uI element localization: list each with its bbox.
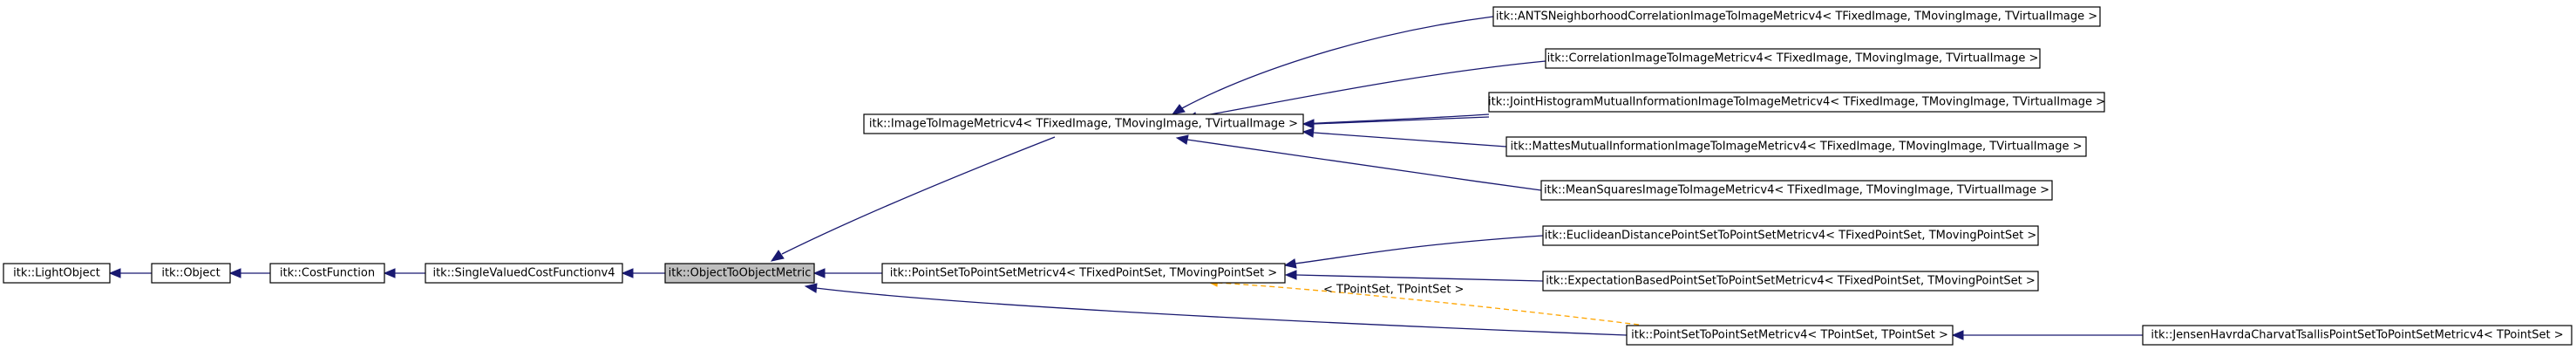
svg-text:itk::ObjectToObjectMetric: itk::ObjectToObjectMetric — [669, 267, 812, 280]
svg-text:itk::CostFunction: itk::CostFunction — [280, 267, 375, 280]
node-object[interactable]: itk::Object — [151, 263, 231, 284]
node-cost-function[interactable]: itk::CostFunction — [269, 263, 385, 284]
node-ants-neighborhood-correlation[interactable]: itk::ANTSNeighborhoodCorrelationImageToI… — [1492, 6, 2101, 27]
edge-image-to-image-to-object-to-object — [781, 136, 1056, 255]
svg-text:itk::CorrelationImageToImageMe: itk::CorrelationImageToImageMetricv4< TF… — [1547, 52, 2039, 65]
svg-text:itk::ExpectationBasedPointSetT: itk::ExpectationBasedPointSetToPointSetM… — [1546, 275, 2036, 288]
svg-text:itk::PointSetToPointSetMetricv: itk::PointSetToPointSetMetricv4< TPointS… — [1631, 329, 1948, 342]
edge-ants-to-image-metric — [1181, 16, 1494, 109]
arrowhead-object-to-object-from-point-set — [812, 268, 826, 278]
edge-joint-histogram-to-image-metric — [1307, 113, 1490, 125]
svg-text:itk::MattesMutualInformationIm: itk::MattesMutualInformationImageToImage… — [1511, 141, 2083, 154]
svg-text:itk::PointSetToPointSetMetricv: itk::PointSetToPointSetMetricv4< TFixedP… — [890, 267, 1277, 280]
svg-text:itk::SingleValuedCostFunctionv: itk::SingleValuedCostFunctionv4 — [432, 267, 615, 280]
svg-text:itk::LightObject: itk::LightObject — [13, 267, 100, 280]
arrowhead-image-metric-from-mean-squares — [1175, 134, 1189, 145]
template-edge-label: < TPointSet, TPointSet > — [1323, 284, 1464, 297]
arrowhead-object-to-object-from-tpointset — [804, 283, 818, 293]
node-single-valued-cost-function[interactable]: itk::SingleValuedCostFunctionv4 — [425, 263, 623, 284]
node-object-to-object-metric[interactable]: itk::ObjectToObjectMetric — [664, 263, 815, 284]
edge-template-instantiation — [1216, 282, 1640, 326]
arrowhead-image-metric-from-ants — [1171, 104, 1186, 115]
edge-mattes-to-image-metric — [1313, 132, 1507, 148]
arrowhead-cost-function — [383, 268, 396, 278]
arrowhead-object-to-object-from-image — [770, 250, 785, 262]
arrowhead-light-object — [108, 268, 121, 278]
node-point-set-to-point-set-metric[interactable]: itk::PointSetToPointSetMetricv4< TFixedP… — [881, 263, 1286, 284]
edge-point-set-tpointset-to-object-to-object — [815, 287, 1628, 336]
svg-text:itk::JointHistogramMutualInfor: itk::JointHistogramMutualInformationImag… — [1488, 96, 2105, 109]
svg-text:itk::ANTSNeighborhoodCorrelati: itk::ANTSNeighborhoodCorrelationImageToI… — [1496, 10, 2097, 24]
node-mattes-mutual-information[interactable]: itk::MattesMutualInformationImageToImage… — [1505, 136, 2087, 157]
node-expectation-based[interactable]: itk::ExpectationBasedPointSetToPointSetM… — [1542, 271, 2039, 292]
arrowhead-point-set-tpointset-from-jensen — [1951, 330, 1964, 340]
arrowhead-image-metric-from-mattes — [1302, 127, 1315, 138]
svg-text:itk::EuclideanDistancePointSet: itk::EuclideanDistancePointSetToPointSet… — [1545, 230, 2037, 243]
edge-correlation-to-image-metric — [1195, 60, 1546, 118]
node-joint-histogram-mutual-information[interactable]: itk::JointHistogramMutualInformationImag… — [1488, 92, 2105, 113]
node-point-set-to-point-set-metric-tpointset[interactable]: itk::PointSetToPointSetMetricv4< TPointS… — [1626, 325, 1954, 346]
arrowhead-point-set-metric-from-expectation — [1284, 270, 1297, 280]
svg-text:itk::JensenHavrdaCharvatTsalli: itk::JensenHavrdaCharvatTsallisPointSetT… — [2151, 329, 2563, 342]
arrowhead-single-valued — [621, 268, 634, 278]
node-jensen-havrda-charvat-tsallis[interactable]: itk::JensenHavrdaCharvatTsallisPointSetT… — [2142, 325, 2573, 346]
svg-text:itk::ImageToImageMetricv4< TFi: itk::ImageToImageMetricv4< TFixedImage, … — [869, 118, 1298, 131]
arrowhead-image-metric-from-joint-histogram — [1302, 119, 1315, 129]
arrowhead-point-set-metric-from-euclidean — [1283, 258, 1297, 269]
node-correlation[interactable]: itk::CorrelationImageToImageMetricv4< TF… — [1545, 48, 2041, 69]
edge-expectation-to-point-set-metric — [1295, 274, 1544, 282]
node-light-object[interactable]: itk::LightObject — [3, 263, 111, 284]
edge-joint-histogram-to-image-metric-straight — [1313, 116, 1490, 125]
svg-text:itk::Object: itk::Object — [161, 267, 220, 280]
arrowhead-object — [228, 268, 241, 278]
edge-mean-squares-to-image-metric — [1186, 139, 1542, 191]
node-euclidean-distance[interactable]: itk::EuclideanDistancePointSetToPointSet… — [1542, 225, 2039, 246]
edge-euclidean-to-point-set-metric — [1295, 235, 1544, 264]
svg-text:itk::MeanSquaresImageToImageMe: itk::MeanSquaresImageToImageMetricv4< TF… — [1544, 184, 2049, 197]
node-mean-squares[interactable]: itk::MeanSquaresImageToImageMetricv4< TF… — [1540, 180, 2053, 201]
node-image-to-image-metric[interactable]: itk::ImageToImageMetricv4< TFixedImage, … — [863, 113, 1304, 134]
